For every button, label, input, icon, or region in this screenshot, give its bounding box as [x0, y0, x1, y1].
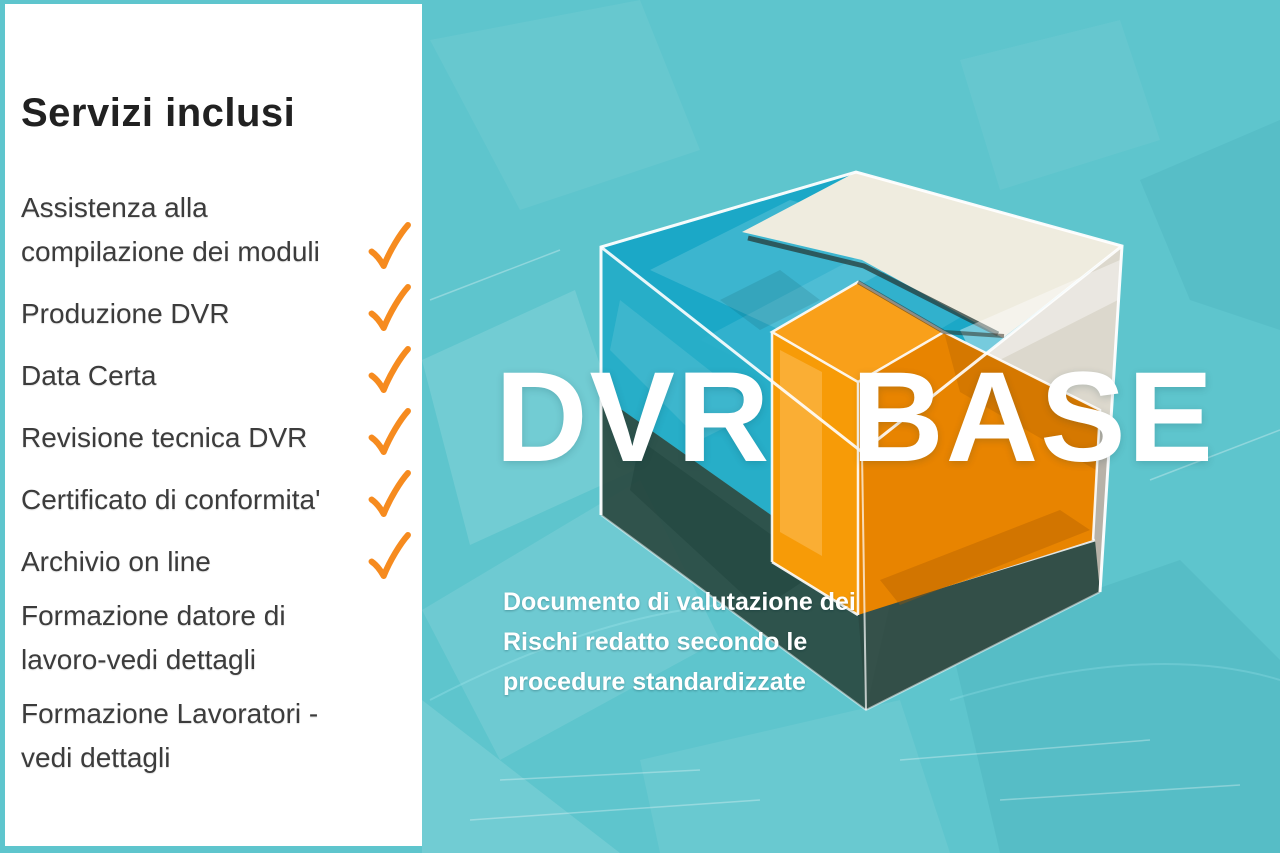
check-icon [368, 408, 411, 455]
service-item: Archivio on line [21, 532, 412, 584]
service-label: Formazione Lavoratori - vedi dettagli [21, 698, 319, 773]
service-item: Formazione Lavoratori - vedi dettagli [21, 692, 412, 780]
background-pattern [422, 0, 1280, 853]
check-icon [368, 222, 411, 269]
service-item: Certificato di conformita' [21, 470, 412, 522]
hero-subtitle: Documento di valutazione dei Rischi reda… [503, 588, 856, 696]
cube-white-piece [742, 172, 1122, 338]
check-icon [368, 284, 411, 331]
service-item: Formazione datore di lavoro-vedi dettagl… [21, 594, 412, 682]
service-item: Assistenza alla compilazione dei moduli [21, 186, 412, 274]
services-panel: Servizi inclusi Assistenza alla compilaz… [5, 4, 422, 846]
service-label: Revisione tecnica DVR [21, 422, 308, 453]
cube-edge-highlights [599, 170, 1124, 712]
hero-title-word1: DVR [495, 346, 772, 489]
check-icon [368, 532, 411, 579]
service-label: Produzione DVR [21, 298, 230, 329]
cube-orange-piece [769, 280, 1102, 617]
hero-title-word2: BASE [851, 346, 1215, 489]
services-list: Assistenza alla compilazione dei moduli … [21, 186, 412, 780]
service-label: Formazione datore di lavoro-vedi dettagl… [21, 600, 286, 675]
service-label: Certificato di conformita' [21, 484, 321, 515]
panel-heading: Servizi inclusi [21, 91, 296, 135]
service-label: Assistenza alla compilazione dei moduli [21, 192, 320, 267]
service-label: Archivio on line [21, 546, 211, 577]
check-icon [368, 470, 411, 517]
service-label: Data Certa [21, 360, 157, 391]
service-item: Revisione tecnica DVR [21, 408, 412, 460]
check-icon [368, 346, 411, 393]
service-item: Data Certa [21, 346, 412, 398]
service-item: Produzione DVR [21, 284, 412, 336]
